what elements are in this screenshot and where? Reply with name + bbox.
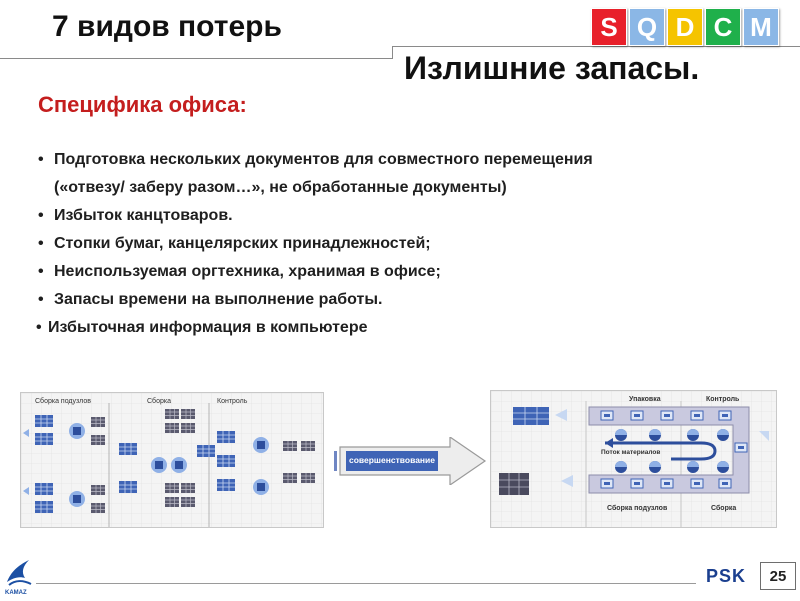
sqdcm-badge-c: C [705,8,741,46]
diagram-label: Сборка подузлов [35,397,91,405]
improvement-arrow-shape [334,435,487,487]
bullet-item: Запасы времени на выполнение работы. [34,286,774,314]
header-divider-step [392,46,393,59]
improvement-arrow: совершенствование [332,435,487,487]
diagram-label: Поток материалов [601,449,660,456]
kamaz-logo: KAMAZ [3,552,35,596]
bullet-item: Стопки бумаг, канцелярских принадлежност… [34,230,774,258]
diagram-label: Сборка подузлов [607,504,668,512]
diagram-label: Упаковка [629,396,661,403]
sqdcm-badges: S Q D C M [591,8,779,46]
bullet-item: Неиспользуемая оргтехника, хранимая в оф… [34,258,774,286]
diagram-label: Контроль [706,396,740,403]
bullet-list: Подготовка нескольких документов для сов… [34,146,774,342]
bullet-item: Избыточная информация в компьютере [34,314,774,342]
kamaz-logo-icon: KAMAZ [3,552,35,596]
footer-divider [36,583,696,584]
sqdcm-badge-q: Q [629,8,665,46]
bullet-item: Избыток канцтоваров. [34,202,774,230]
page-number: 25 [760,562,796,590]
bullet-item: Подготовка нескольких документов для сов… [34,146,774,174]
layout-before-graphic: Сборка подузлов Сборка Контроль [21,393,323,527]
slide-title: 7 видов потерь [52,10,282,43]
psk-brand: PSK [706,566,747,586]
diagram-label: Сборка [147,397,171,405]
layout-after-diagram: Упаковка Контроль Поток материалов Сборк… [490,390,777,528]
header-divider-right [392,46,800,47]
section-title: Специфика офиса: [38,92,247,117]
slide-subtitle: Излишние запасы. [404,50,700,86]
sqdcm-badge-s: S [591,8,627,46]
logo-text: KAMAZ [5,590,27,596]
diagram-label: Контроль [217,398,248,405]
improvement-label: совершенствование [348,455,436,465]
header-divider-left [0,58,392,59]
sqdcm-badge-m: M [743,8,779,46]
layout-before-diagram: Сборка подузлов Сборка Контроль [20,392,324,528]
bullet-continuation: («отвезу/ заберу разом…», не обработанны… [54,179,507,196]
diagram-label: Сборка [711,504,736,512]
sqdcm-badge-d: D [667,8,703,46]
layout-after-graphic: Упаковка Контроль Поток материалов Сборк… [491,391,776,527]
